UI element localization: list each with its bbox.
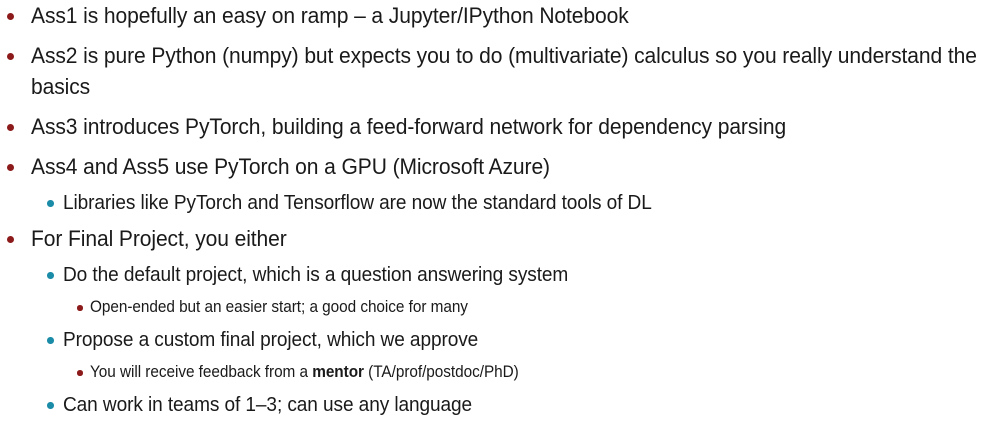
bullet-marker-icon xyxy=(7,164,14,171)
bullet-marker-icon xyxy=(7,124,14,131)
list-item-label: Ass1 is hopefully an easy on ramp – a Ju… xyxy=(31,3,629,28)
bullet-marker-icon xyxy=(7,53,14,60)
list-item: Propose a custom final project, which we… xyxy=(0,325,982,354)
label-text-emphasis: mentor xyxy=(312,363,364,381)
list-item: Ass2 is pure Python (numpy) but expects … xyxy=(0,40,982,102)
bullet-marker-icon xyxy=(47,272,54,279)
list-item-label: Libraries like PyTorch and Tensorflow ar… xyxy=(63,191,652,214)
bullet-list: Ass1 is hopefully an easy on ramp – a Ju… xyxy=(0,0,982,419)
list-item: You will receive feedback from a mentor … xyxy=(0,360,982,384)
list-item: Ass1 is hopefully an easy on ramp – a Ju… xyxy=(0,0,982,31)
bullet-marker-icon xyxy=(7,236,14,243)
bullet-marker-icon xyxy=(47,200,54,207)
bullet-marker-icon xyxy=(77,370,83,376)
bullet-marker-icon xyxy=(47,402,54,409)
list-item-label: Ass4 and Ass5 use PyTorch on a GPU (Micr… xyxy=(31,154,550,179)
label-text-after: (TA/prof/postdoc/PhD) xyxy=(363,363,519,381)
list-item: Ass3 introduces PyTorch, building a feed… xyxy=(0,111,982,142)
list-item-label: Ass2 is pure Python (numpy) but expects … xyxy=(31,43,977,99)
list-item: Can work in teams of 1–3; can use any la… xyxy=(0,390,982,419)
list-item-label-rich: You will receive feedback from a mentor … xyxy=(90,360,982,384)
list-item: Libraries like PyTorch and Tensorflow ar… xyxy=(0,188,982,217)
list-item: Ass4 and Ass5 use PyTorch on a GPU (Micr… xyxy=(0,151,982,182)
bullet-marker-icon xyxy=(77,305,83,311)
list-item-label: Open-ended but an easier start; a good c… xyxy=(90,298,468,316)
label-text-before: You will receive feedback from a xyxy=(90,363,313,381)
list-item-label: Ass3 introduces PyTorch, building a feed… xyxy=(31,114,787,139)
list-item-label: Can work in teams of 1–3; can use any la… xyxy=(63,393,473,416)
list-item: Do the default project, which is a quest… xyxy=(0,260,982,289)
list-item-label: Do the default project, which is a quest… xyxy=(63,263,569,286)
list-item: Open-ended but an easier start; a good c… xyxy=(0,295,982,319)
bullet-marker-icon xyxy=(7,13,14,20)
list-item-label: For Final Project, you either xyxy=(31,226,287,251)
list-item-label: Propose a custom final project, which we… xyxy=(63,328,479,351)
bullet-marker-icon xyxy=(47,337,54,344)
list-item: For Final Project, you either xyxy=(0,223,982,254)
